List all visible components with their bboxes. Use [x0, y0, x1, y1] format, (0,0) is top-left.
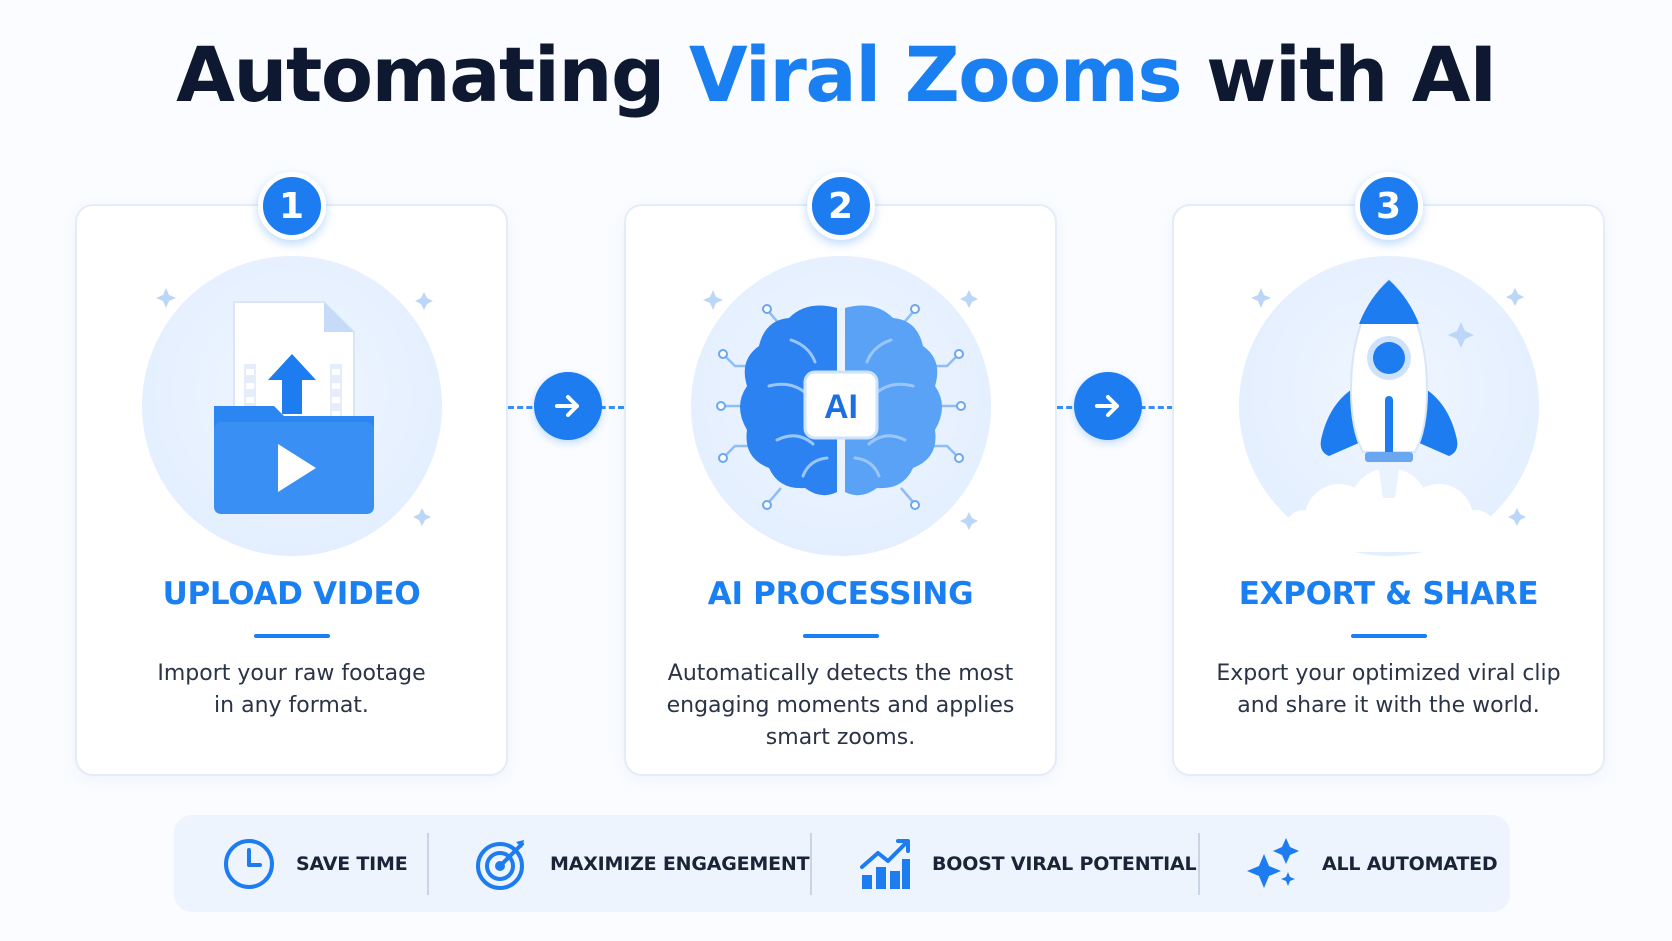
benefit-label: SAVE TIME: [296, 852, 408, 875]
step-card-ai-processing: 2: [624, 172, 1057, 776]
step-title: AI PROCESSING: [707, 576, 974, 612]
desc-line: Import your raw footage: [157, 661, 426, 686]
title-divider: [802, 634, 879, 638]
title-accent: Viral Zooms: [688, 30, 1183, 119]
arrow-right-icon: [534, 372, 602, 440]
desc-line: smart zooms.: [765, 725, 916, 750]
benefits-bar: SAVE TIME MAXIMIZE ENGAGEMENT BOOST VIRA…: [174, 815, 1510, 912]
step-description: Import your raw footage in any format.: [107, 658, 476, 722]
illustration-circle: [141, 256, 442, 556]
step-title: UPLOAD VIDEO: [162, 576, 421, 612]
benefit-separator: [1198, 833, 1200, 895]
benefit-separator: [427, 833, 429, 895]
benefit-boost-viral-potential: BOOST VIRAL POTENTIAL: [858, 815, 1197, 912]
ai-brain-icon: AI: [702, 290, 978, 530]
page-title: Automating Viral Zooms with AI: [0, 30, 1672, 119]
illustration-circle: AI: [690, 256, 991, 556]
benefit-save-time: SAVE TIME: [222, 815, 408, 912]
step-description: Export your optimized viral clip and sha…: [1204, 658, 1573, 722]
clock-icon: [224, 838, 274, 889]
benefit-label: MAXIMIZE ENGAGEMENT: [550, 852, 810, 875]
benefit-all-automated: ALL AUTOMATED: [1246, 815, 1498, 912]
title-part-2: with AI: [1181, 30, 1497, 119]
step-description: Automatically detects the most engaging …: [656, 658, 1025, 754]
title-divider: [1350, 634, 1427, 638]
title-divider: [253, 634, 330, 638]
desc-line: engaging moments and applies: [666, 693, 1015, 718]
illustration-circle: [1238, 256, 1539, 556]
desc-line: Export your optimized viral clip: [1216, 661, 1561, 686]
step-title: EXPORT & SHARE: [1238, 576, 1539, 612]
upload-video-icon: [155, 288, 433, 526]
step-number-badge: 2: [806, 172, 875, 240]
step-card-export-share: 3: [1172, 172, 1605, 776]
benefit-label: BOOST VIRAL POTENTIAL: [932, 852, 1197, 875]
benefit-label: ALL AUTOMATED: [1322, 852, 1498, 875]
step-number-badge: 3: [1354, 172, 1423, 240]
desc-line: and share it with the world.: [1237, 693, 1540, 718]
ai-chip-label: AI: [824, 388, 858, 426]
step-number-badge: 1: [257, 172, 326, 240]
target-icon: [476, 839, 524, 890]
title-part-1: Automating: [176, 30, 689, 119]
benefit-maximize-engagement: MAXIMIZE ENGAGEMENT: [474, 815, 810, 912]
step-card-upload: 1: [75, 172, 508, 776]
growth-chart-icon: [860, 838, 910, 889]
desc-line: Automatically detects the most: [667, 661, 1014, 686]
arrow-right-icon: [1074, 372, 1142, 440]
benefit-separator: [810, 833, 812, 895]
desc-line: in any format.: [214, 693, 369, 718]
rocket-icon: [1250, 278, 1526, 554]
sparkles-icon: [1247, 837, 1299, 888]
